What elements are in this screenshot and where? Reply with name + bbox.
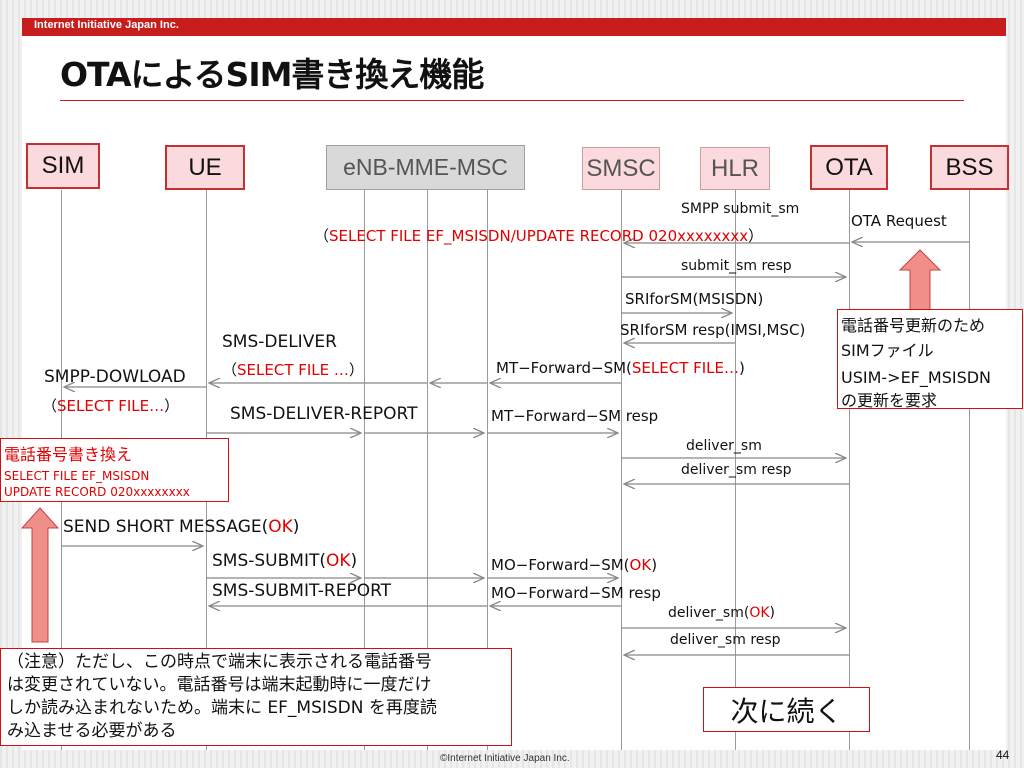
ota-lifeline (849, 190, 850, 750)
next-continue-label: 次に続く (730, 694, 843, 728)
next-continue-box: 次に続く (703, 687, 870, 732)
label-mo-forward-sm: MO−Forward−SM(OK) (491, 556, 658, 574)
label-sriforsm-resp: SRIforSM resp(IMSI,MSC) (620, 321, 806, 339)
label-sms-submit: SMS-SUBMIT(OK) (212, 551, 358, 571)
ota-up-block-arrow (898, 249, 942, 311)
enb-lifeline-1 (364, 190, 365, 750)
smsc-lifeline (621, 190, 622, 750)
entity-smsc: SMSC (582, 147, 660, 190)
entity-hlr: HLR (700, 147, 770, 190)
label-smpp-dowload: SMPP-DOWLOAD (44, 367, 186, 387)
note-phone-update-line1: SELECT FILE EF_MSISDN (4, 469, 150, 483)
label-send-short-message: SEND SHORT MESSAGE(OK) (63, 517, 300, 537)
label-sriforsm: SRIforSM(MSISDN) (625, 290, 764, 308)
label-mt-forward-sm-resp: MT−Forward−SM resp (491, 407, 659, 425)
footer-copyright: ©Internet Initiative Japan Inc. (440, 753, 570, 764)
enb-lifeline-3 (487, 190, 488, 750)
sim-up-block-arrow (20, 507, 60, 643)
note-ota-request-reason: 電話番号更新のため SIMファイル USIM->EF_MSISDN の更新を要求 (837, 309, 1023, 410)
entity-ota: OTA (810, 145, 888, 190)
label-sms-deliver: SMS-DELIVER (222, 332, 337, 352)
entity-ue: UE (165, 145, 245, 190)
note-caution: （注意）ただし、この時点で端末に表示される電話番号 は変更されていない。電話番号… (0, 648, 512, 746)
header-bar: Internet Initiative Japan Inc. (22, 18, 1006, 36)
page-number: 44 (996, 748, 1010, 762)
ota-note-line3: USIM->EF_MSISDN (841, 368, 992, 387)
ota-note-line2: SIMファイル (841, 341, 934, 360)
label-deliver-sm-resp-2: deliver_sm resp (670, 632, 781, 648)
company-name: Internet Initiative Japan Inc. (34, 19, 179, 31)
caution-line1: （注意）ただし、この時点で端末に表示される電話番号 (7, 652, 432, 672)
bss-lifeline (969, 190, 970, 750)
label-mt-forward-sm: MT−Forward−SM(SELECT FILE…) (496, 359, 745, 377)
ota-note-line1: 電話番号更新のため (841, 316, 986, 335)
label-sms-submit-report: SMS-SUBMIT-REPORT (212, 581, 392, 601)
caution-line2: は変更されていない。電話番号は端末起動時に一度だけ (7, 675, 432, 695)
hlr-lifeline (735, 190, 736, 750)
label-deliver-sm-ok: deliver_sm(OK) (668, 605, 775, 621)
label-deliver-sm: deliver_sm (686, 438, 762, 454)
enb-lifeline-2 (427, 190, 428, 750)
label-deliver-sm-resp: deliver_sm resp (681, 462, 792, 478)
title-divider (60, 100, 964, 101)
label-submit-sm-resp: submit_sm resp (681, 258, 792, 274)
entity-bss: BSS (930, 145, 1009, 190)
ota-note-line4: の更新を要求 (841, 391, 938, 410)
caution-line4: み込ませる必要がある (7, 721, 177, 741)
note-phone-number-update: 電話番号書き換え SELECT FILE EF_MSISDN UPDATE RE… (0, 438, 229, 502)
entity-sim: SIM (26, 143, 100, 189)
label-smpp-submit-sm: SMPP submit_sm (681, 201, 800, 217)
note-phone-update-line2: UPDATE RECORD 020xxxxxxxx (4, 485, 190, 499)
label-select-file-1: （SELECT FILE EF_MSISDN/UPDATE RECORD 020… (314, 227, 764, 245)
label-sms-deliver-select: （SELECT FILE …） (222, 361, 364, 379)
note-phone-update-title: 電話番号書き換え (4, 445, 133, 464)
label-smpp-dowload-select: （SELECT FILE…） (42, 397, 180, 415)
label-ota-request: OTA Request (851, 212, 947, 230)
label-mo-forward-sm-resp: MO−Forward−SM resp (491, 584, 661, 602)
label-sms-deliver-report: SMS-DELIVER-REPORT (230, 404, 418, 424)
page-title: OTAによるSIM書き換え機能 (60, 55, 484, 94)
entity-enb-mme-msc: eNB-MME-MSC (326, 145, 525, 190)
caution-line3: しか読み込まれないため。端末に EF_MSISDN を再度読 (7, 698, 437, 718)
